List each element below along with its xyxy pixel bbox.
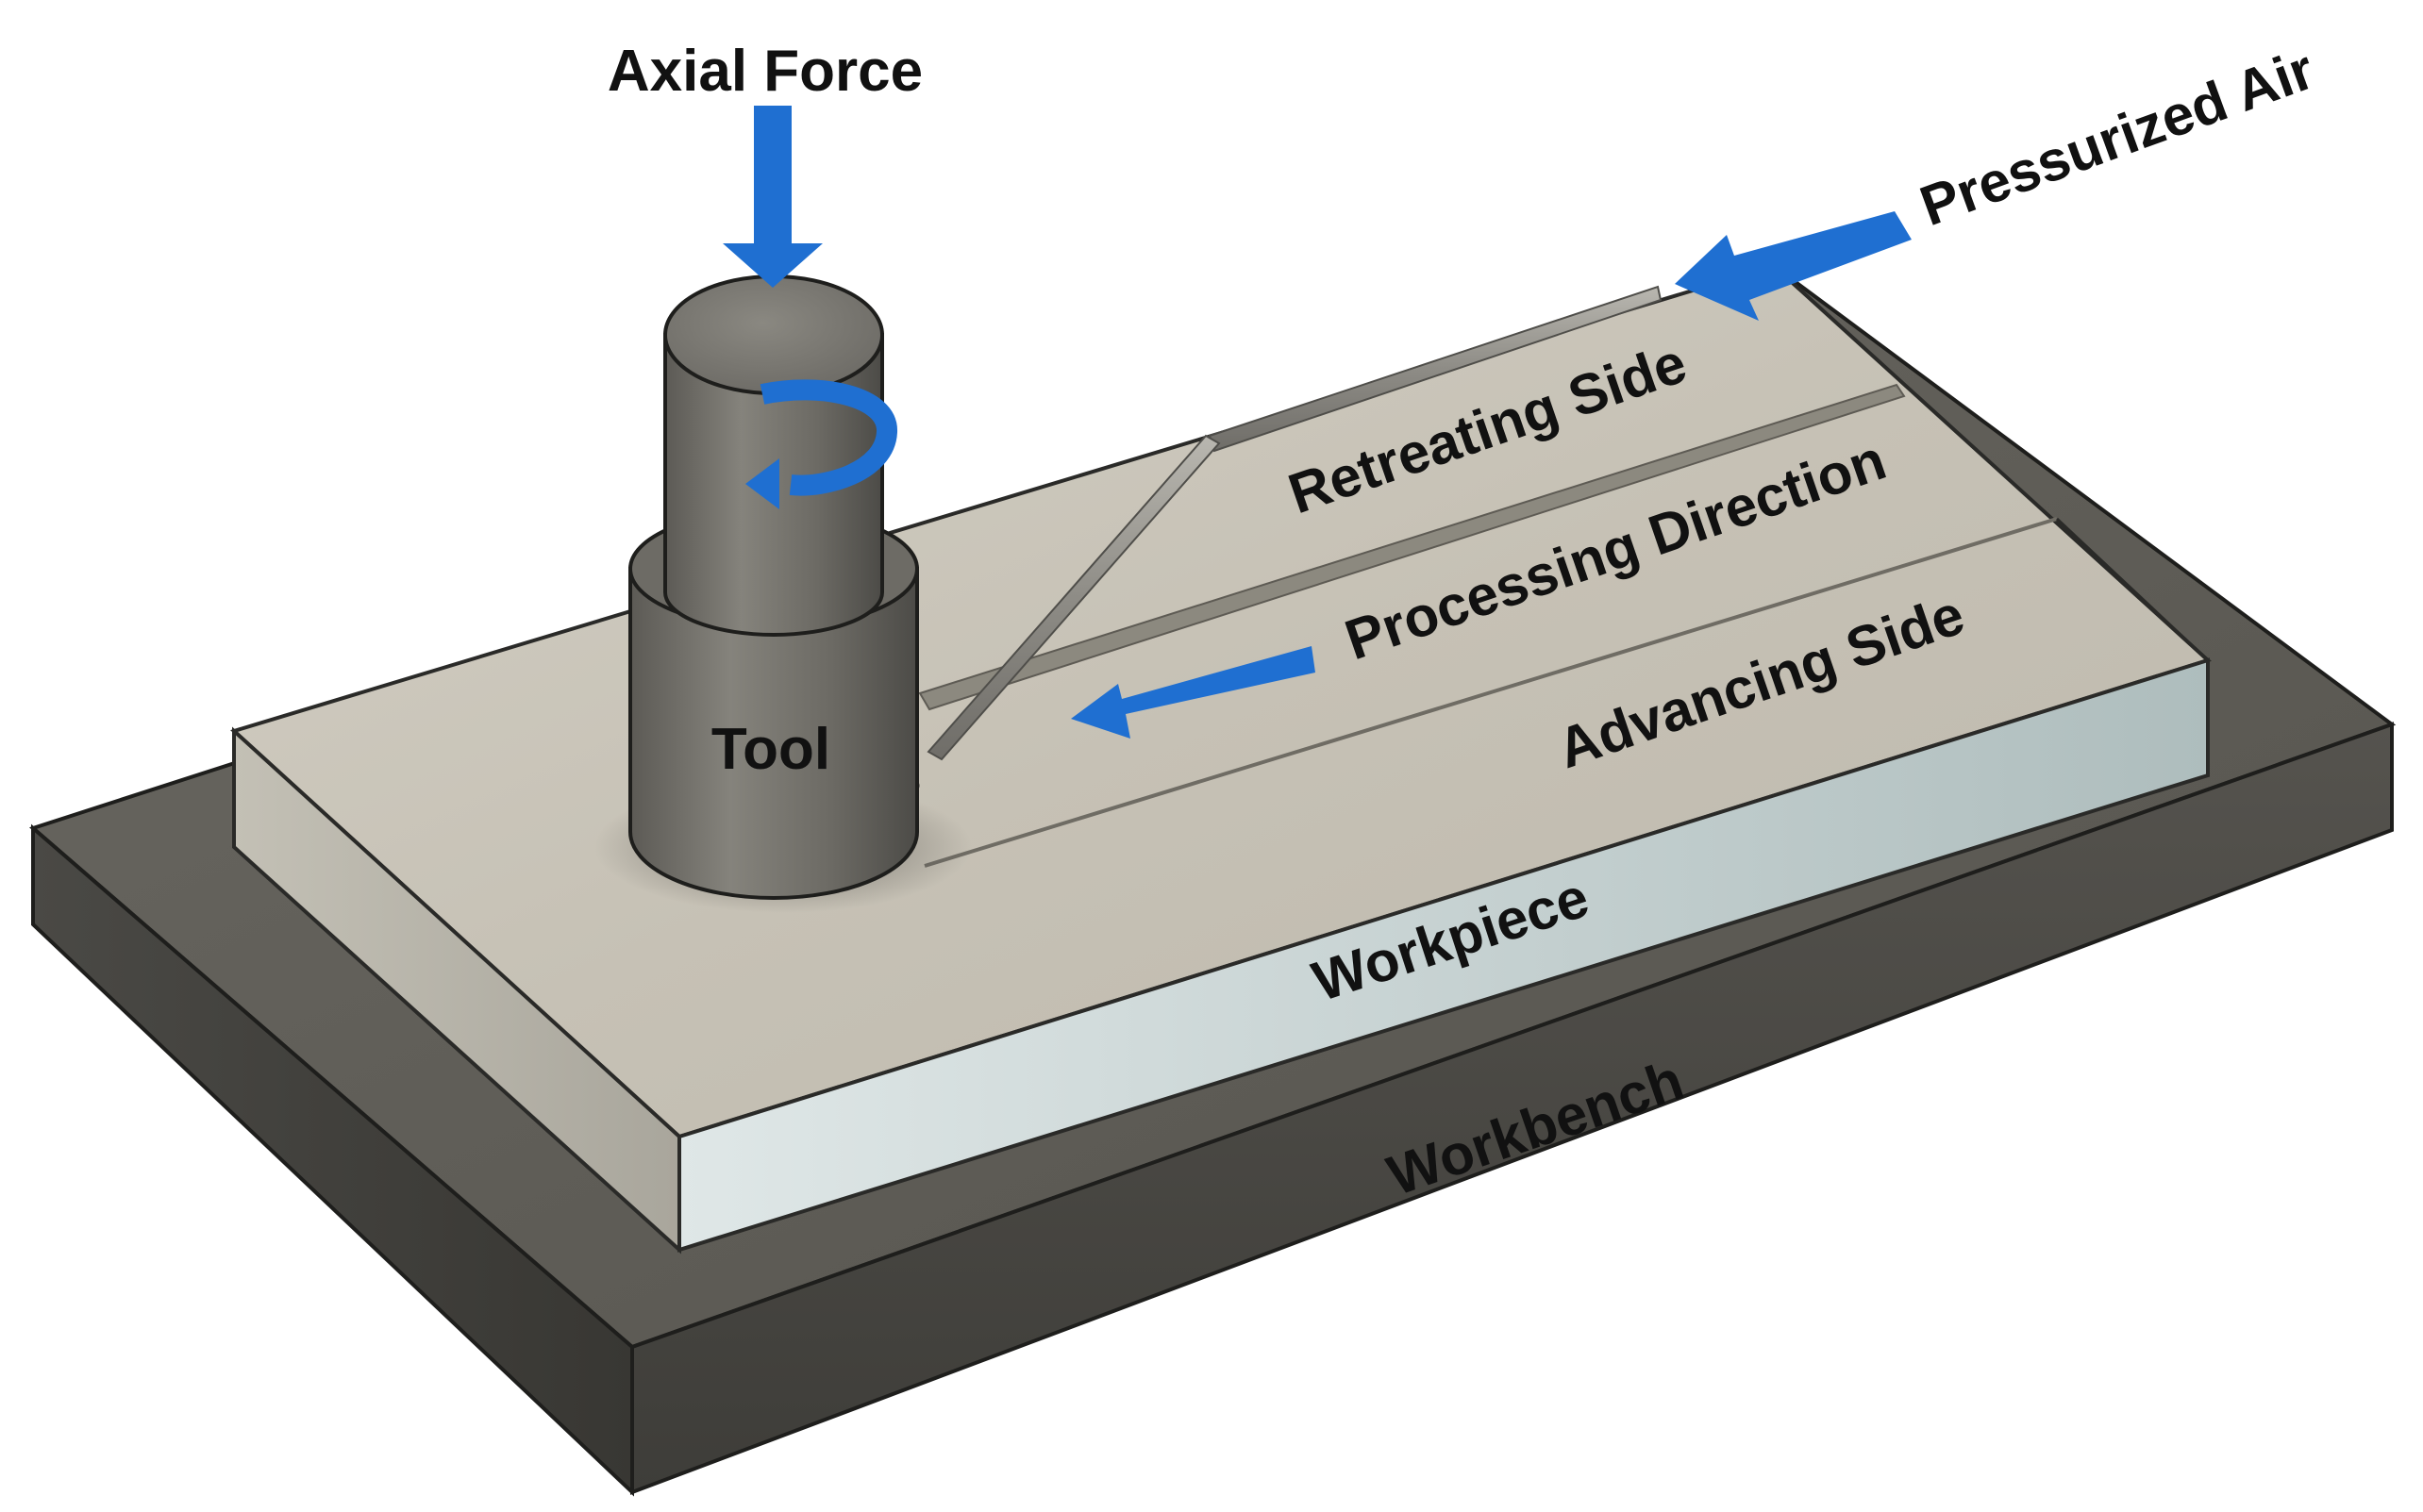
label-axial-force: Axial Force	[608, 39, 923, 104]
rotation-arrow-band	[760, 379, 897, 496]
axial-force-arrow-icon	[723, 106, 823, 288]
plate-joint-line-advancing	[924, 517, 2058, 868]
tool	[594, 274, 972, 913]
pressurized-air-arrow-icon	[1675, 211, 1912, 321]
pressurized-air-arrow	[1675, 211, 1912, 321]
tool-shoulder	[628, 567, 919, 900]
label-pressurized-air: Pressurized Air	[1913, 37, 2322, 238]
processing-track	[918, 383, 1906, 711]
plate-step-edge	[2055, 517, 2210, 662]
workpiece-front-side	[677, 657, 2210, 1253]
label-tool: Tool	[711, 717, 830, 782]
workbench-front-long	[630, 722, 2394, 1495]
air-pipe-diagonal	[927, 434, 1221, 761]
axial-force-arrowhead	[723, 243, 823, 288]
axial-force-arrow-shaft	[754, 106, 792, 247]
rotation-arrowhead	[745, 458, 779, 509]
rotation-arrow-icon	[745, 379, 897, 509]
processing-direction-arrow	[1071, 646, 1315, 739]
tool-shank-top	[663, 274, 884, 395]
workpiece	[230, 263, 2212, 1254]
processing-direction-arrow-icon	[1071, 646, 1315, 739]
